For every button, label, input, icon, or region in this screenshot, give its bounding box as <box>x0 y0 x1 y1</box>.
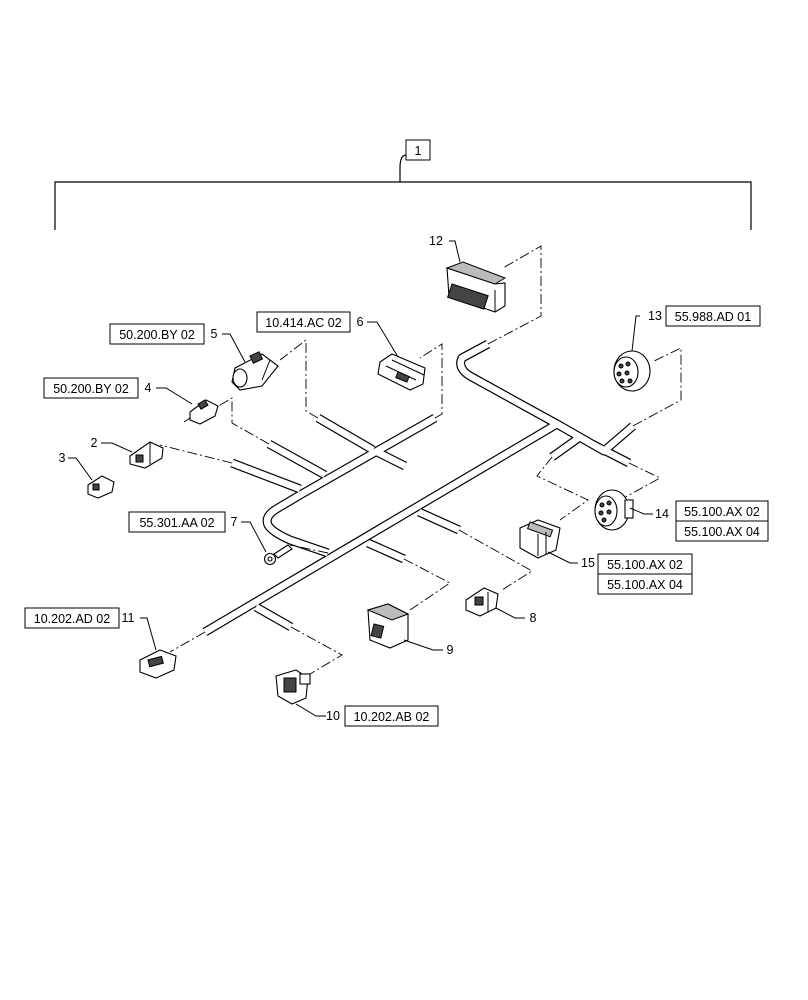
ref-7: 55.301.AA 02 <box>139 516 214 530</box>
callout-14: 14 <box>655 507 669 521</box>
connector-8 <box>465 587 499 617</box>
connector-13 <box>613 350 651 392</box>
ref-14-b: 55.100.AX 04 <box>684 525 760 539</box>
ring-terminal-7 <box>263 544 293 566</box>
callout-labels: 12 6 5 4 2 3 7 13 14 15 8 9 11 10 <box>59 234 669 723</box>
ref-6: 10.414.AC 02 <box>265 316 341 330</box>
leader-lines <box>68 240 653 717</box>
connector-9 <box>366 603 410 649</box>
callout-5: 5 <box>211 327 218 341</box>
connector-5 <box>231 351 279 391</box>
callout-15: 15 <box>581 556 595 570</box>
connector-11 <box>139 649 177 679</box>
callout-10: 10 <box>326 709 340 723</box>
connector-14 <box>594 489 634 531</box>
ref-13: 55.988.AD 01 <box>675 310 751 324</box>
callout-13: 13 <box>648 309 662 323</box>
ref-4: 50.200.BY 02 <box>53 382 129 396</box>
connector-6 <box>377 353 426 391</box>
callout-4: 4 <box>145 381 152 395</box>
ref-15-b: 55.100.AX 04 <box>607 578 683 592</box>
ref-15-a: 55.100.AX 02 <box>607 558 683 572</box>
ref-14-a: 55.100.AX 02 <box>684 505 760 519</box>
callout-8: 8 <box>530 611 537 625</box>
harness-fill <box>203 341 636 635</box>
ref-5: 50.200.BY 02 <box>119 328 195 342</box>
callout-1: 1 <box>415 144 422 158</box>
ref-11: 10.202.AD 02 <box>34 612 110 626</box>
callout-2: 2 <box>91 436 98 450</box>
connector-15 <box>519 519 561 559</box>
reference-boxes: 10.414.AC 02 50.200.BY 02 50.200.BY 02 5… <box>24 305 769 727</box>
assembly-bracket: 1 <box>54 139 752 230</box>
callout-11: 11 <box>122 611 135 625</box>
connector-3 <box>87 475 115 499</box>
connector-2 <box>129 441 164 469</box>
wire-harness <box>202 340 636 636</box>
callout-6: 6 <box>357 315 364 329</box>
connector-12 <box>445 261 507 313</box>
callout-7: 7 <box>231 515 238 529</box>
callout-9: 9 <box>447 643 454 657</box>
callout-12: 12 <box>429 234 443 248</box>
connector-4 <box>183 399 219 425</box>
callout-3: 3 <box>59 451 66 465</box>
ref-10: 10.202.AB 02 <box>354 710 430 724</box>
connector-10 <box>275 669 311 705</box>
connection-lines <box>159 245 682 678</box>
harness-outline <box>202 340 636 636</box>
